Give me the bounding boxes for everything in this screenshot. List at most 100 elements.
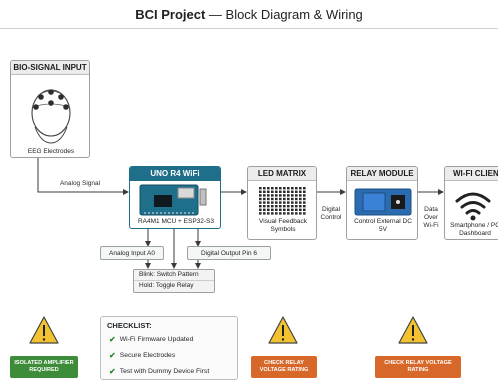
- warning-icon-relay: [268, 316, 298, 344]
- led-dot: [291, 208, 294, 211]
- led-dot: [271, 187, 274, 190]
- led-dot: [263, 187, 266, 190]
- led-dot: [283, 205, 286, 208]
- led-dot: [271, 197, 274, 201]
- relay-voltage-warning: CHECK RELAY VOLTAGE RATING: [251, 356, 317, 378]
- checklist-item: ✔ Wi-Fi Firmware Updated: [109, 335, 193, 344]
- wifi-client-caption: Smartphone / PC Dashboard: [450, 222, 498, 237]
- led-dot: [303, 212, 306, 215]
- led-dot: [267, 190, 270, 193]
- led-dot: [279, 190, 282, 193]
- digital-output-pin: Digital Output Pin 6: [187, 246, 271, 260]
- led-dot: [275, 190, 278, 193]
- mcu-title: UNO R4 WiFi: [130, 167, 220, 181]
- led-dot: [295, 194, 298, 197]
- data-over-wifi-label: Data Over Wi-Fi: [423, 206, 439, 229]
- led-dot: [291, 212, 294, 215]
- led-dot: [303, 208, 306, 211]
- led-dot: [263, 205, 266, 208]
- led-dot: [295, 201, 298, 204]
- led-dot: [287, 187, 290, 190]
- led-dot: [275, 208, 278, 211]
- page-title-sub: — Block Diagram & Wiring: [205, 7, 363, 22]
- led-dot: [287, 208, 290, 211]
- led-dot: [267, 194, 270, 197]
- led-dot: [291, 201, 294, 204]
- bio-signal-block: BIO-SIGNAL INPUT EEG Electrodes: [10, 60, 90, 158]
- led-dot: [267, 212, 270, 215]
- title-divider: [0, 28, 498, 29]
- led-dot: [299, 205, 302, 208]
- analog-signal-label: Analog Signal: [59, 180, 101, 187]
- led-dot: [271, 212, 274, 215]
- led-dot: [279, 208, 282, 211]
- led-dot: [287, 197, 290, 201]
- relay-voltage-warning-2: CHECK RELAY VOLTAGE RATING: [375, 356, 461, 378]
- checklist-item-label: Wi-Fi Firmware Updated: [119, 336, 194, 343]
- relay-module-block: RELAY MODULE Control External DC 5V: [346, 166, 418, 240]
- checkmark-icon: ✔: [109, 367, 116, 376]
- wifi-client-title: WI-FI CLIENT: [445, 167, 498, 181]
- led-dot: [275, 187, 278, 190]
- digital-control-label: Digital Control: [320, 206, 342, 221]
- led-dot: [279, 201, 282, 204]
- checklist-panel: CHECKLIST: ✔ Wi-Fi Firmware Updated ✔ Se…: [100, 316, 238, 380]
- led-dot: [295, 205, 298, 208]
- relay-module-caption: Control External DC 5V: [354, 218, 412, 233]
- led-dot: [259, 212, 262, 215]
- checklist-title: CHECKLIST:: [107, 321, 152, 330]
- led-dot: [303, 205, 306, 208]
- led-dot: [271, 208, 274, 211]
- led-dot: [283, 194, 286, 197]
- led-dot: [283, 187, 286, 190]
- led-dot: [263, 212, 266, 215]
- led-dot: [263, 197, 266, 201]
- led-dot: [275, 212, 278, 215]
- led-dot: [295, 208, 298, 211]
- led-dot: [267, 201, 270, 204]
- wifi-client-block: WI-FI CLIENT Smartphone / PC Dashboard: [444, 166, 498, 240]
- led-dot: [291, 205, 294, 208]
- checklist-item-label: Secure Electrodes: [119, 352, 176, 359]
- warning-icon-relay-2: [398, 316, 428, 344]
- led-dot: [271, 194, 274, 197]
- checkmark-icon: ✔: [109, 351, 116, 360]
- checklist-item: ✔ Test with Dummy Device First: [109, 367, 209, 376]
- page-title-main: BCI Project: [135, 7, 206, 22]
- checklist-item: ✔ Secure Electrodes: [109, 351, 175, 360]
- led-dot: [283, 190, 286, 193]
- led-matrix-title: LED MATRIX: [248, 167, 316, 181]
- led-dot: [303, 201, 306, 204]
- mcu-board-icon: [139, 184, 207, 216]
- led-dot: [275, 194, 278, 197]
- page-title: BCI Project — Block Diagram & Wiring: [0, 7, 498, 22]
- led-dot: [299, 187, 302, 190]
- led-dot: [299, 194, 302, 197]
- analog-input-pin: Analog Input A0: [100, 246, 164, 260]
- led-dot: [267, 197, 270, 201]
- led-dot: [259, 187, 262, 190]
- led-dot: [259, 190, 262, 193]
- relay-board-icon: [354, 188, 412, 216]
- warning-icon-amplifier: [29, 316, 59, 344]
- led-dot: [303, 187, 306, 190]
- led-dot: [287, 194, 290, 197]
- led-dot: [275, 197, 278, 201]
- led-dot: [287, 205, 290, 208]
- led-dot: [283, 197, 286, 201]
- led-dot: [259, 201, 262, 204]
- mcu-block: UNO R4 WiFi RA4M1 MCU + ESP32-S3: [129, 166, 221, 229]
- led-dot: [267, 205, 270, 208]
- led-dot: [271, 205, 274, 208]
- wifi-icon: [455, 192, 491, 221]
- mcu-caption: RA4M1 MCU + ESP32-S3: [137, 218, 215, 225]
- led-dot: [291, 194, 294, 197]
- checklist-item-label: Test with Dummy Device First: [119, 368, 210, 375]
- led-dot: [299, 190, 302, 193]
- led-dot: [299, 212, 302, 215]
- led-dot: [295, 197, 298, 201]
- led-dot: [283, 201, 286, 204]
- led-dot: [267, 187, 270, 190]
